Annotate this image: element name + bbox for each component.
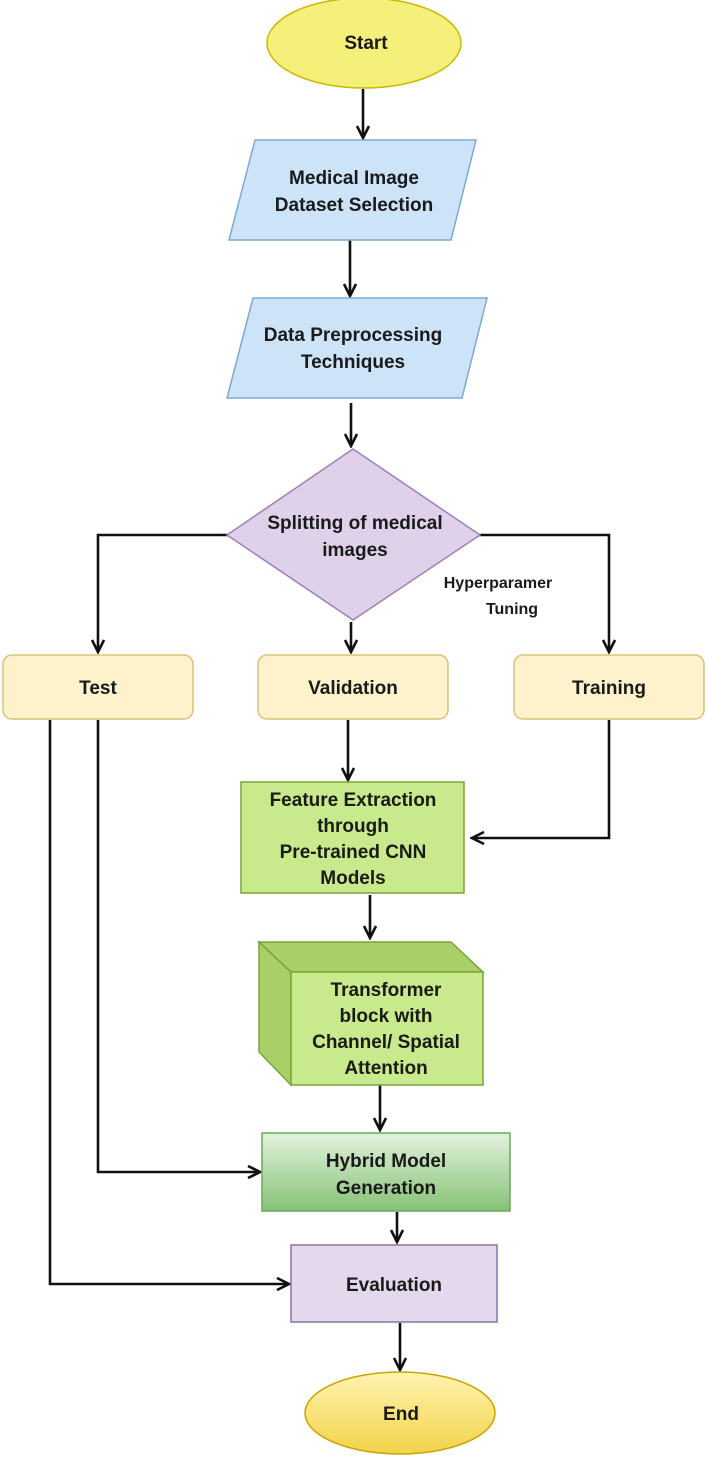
arrow-test-to-hybrid [96,720,260,1172]
arrow-splitting-to-test [98,533,228,652]
hyperparameter-tuning-note: Hyperparamer Tuning [444,575,553,618]
end-label: End [383,1404,419,1425]
preprocessing-label-line2: Techniques [301,352,405,373]
splitting-label-line1: Splitting of medical [267,513,442,534]
hyperparameter-note-line2: Tuning [486,601,538,618]
test-node: Test [2,654,194,720]
evaluation-label: Evaluation [346,1275,442,1296]
transformer-block-node: Transformer block with Channel/ Spatial … [257,940,485,1087]
transformer-label-line3: Channel/ Spatial [312,1032,460,1053]
evaluation-node: Evaluation [290,1244,498,1323]
hybrid-label-line1: Hybrid Model [326,1151,446,1172]
validation-node: Validation [257,654,449,720]
arrow-splitting-to-training [479,533,609,652]
transformer-label-line1: Transformer [331,980,442,1001]
feature-extraction-label-line4: Models [320,868,385,889]
feature-extraction-label-line3: Pre-trained CNN [280,842,427,863]
hybrid-model-node: Hybrid Model Generation [261,1132,511,1212]
arrow-training-to-feature [472,720,611,838]
transformer-label-line2: block with [340,1006,433,1027]
training-node: Training [513,654,705,720]
hyperparameter-note-line1: Hyperparamer [444,575,553,592]
training-label: Training [572,678,646,699]
transformer-label-line4: Attention [344,1058,427,1079]
start-node: Start [266,0,462,89]
splitting-label-line2: images [322,540,387,561]
feature-extraction-label-line2: through [317,816,389,837]
dataset-selection-node: Medical Image Dataset Selection [228,139,477,241]
arrow-test-to-evaluation [48,720,289,1284]
preprocessing-node: Data Preprocessing Techniques [226,297,488,399]
splitting-decision-node: Splitting of medical images [225,448,482,621]
feature-extraction-node: Feature Extraction through Pre-trained C… [240,781,465,894]
validation-label: Validation [308,678,398,699]
dataset-selection-label-line2: Dataset Selection [275,195,433,216]
start-label: Start [344,33,388,54]
feature-extraction-label-line1: Feature Extraction [270,790,437,811]
end-node: End [304,1371,496,1455]
connectors [48,89,611,1370]
dataset-selection-label-line1: Medical Image [289,168,419,189]
hybrid-label-line2: Generation [336,1178,436,1199]
test-label: Test [79,678,117,699]
preprocessing-label-line1: Data Preprocessing [264,325,442,346]
